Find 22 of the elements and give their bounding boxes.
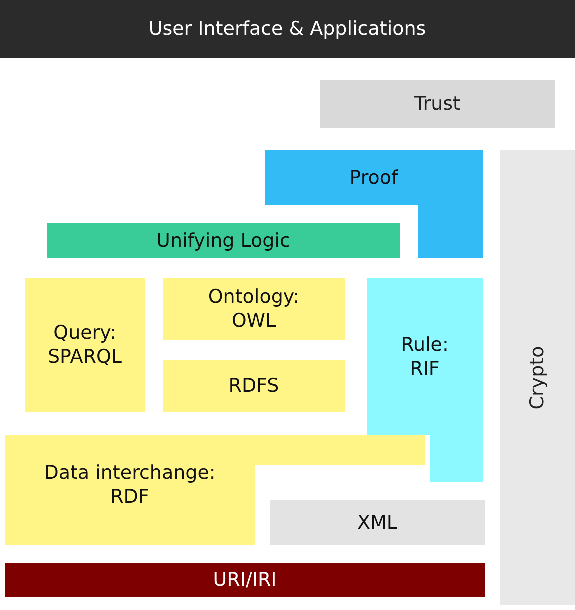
layer-block <box>163 278 345 340</box>
layer-label: Query: SPARQL <box>46 321 124 369</box>
layer-block <box>25 278 145 412</box>
layer-block <box>367 278 483 482</box>
layer-label: Proof <box>350 166 398 190</box>
layer-block <box>270 500 485 545</box>
layer-block <box>320 80 555 128</box>
layer-block <box>5 563 485 597</box>
layer-label: XML <box>358 510 398 534</box>
layer-block <box>163 360 345 412</box>
layer-label: User Interface & Applications <box>148 17 426 41</box>
layer-label: Unifying Logic <box>156 228 290 252</box>
layer-label: RDFS <box>228 374 280 398</box>
layer-block <box>0 0 575 58</box>
layer-label: Rule: RIF <box>400 332 450 380</box>
layer-label: URI/IRI <box>213 568 277 592</box>
layer-label: Ontology: OWL <box>207 285 301 333</box>
layer-label: Trust <box>414 92 460 116</box>
layer-block <box>5 435 425 545</box>
layer-block <box>47 223 400 258</box>
layer-label: Data interchange: RDF <box>43 461 217 509</box>
layer-label: Crypto <box>526 346 550 410</box>
